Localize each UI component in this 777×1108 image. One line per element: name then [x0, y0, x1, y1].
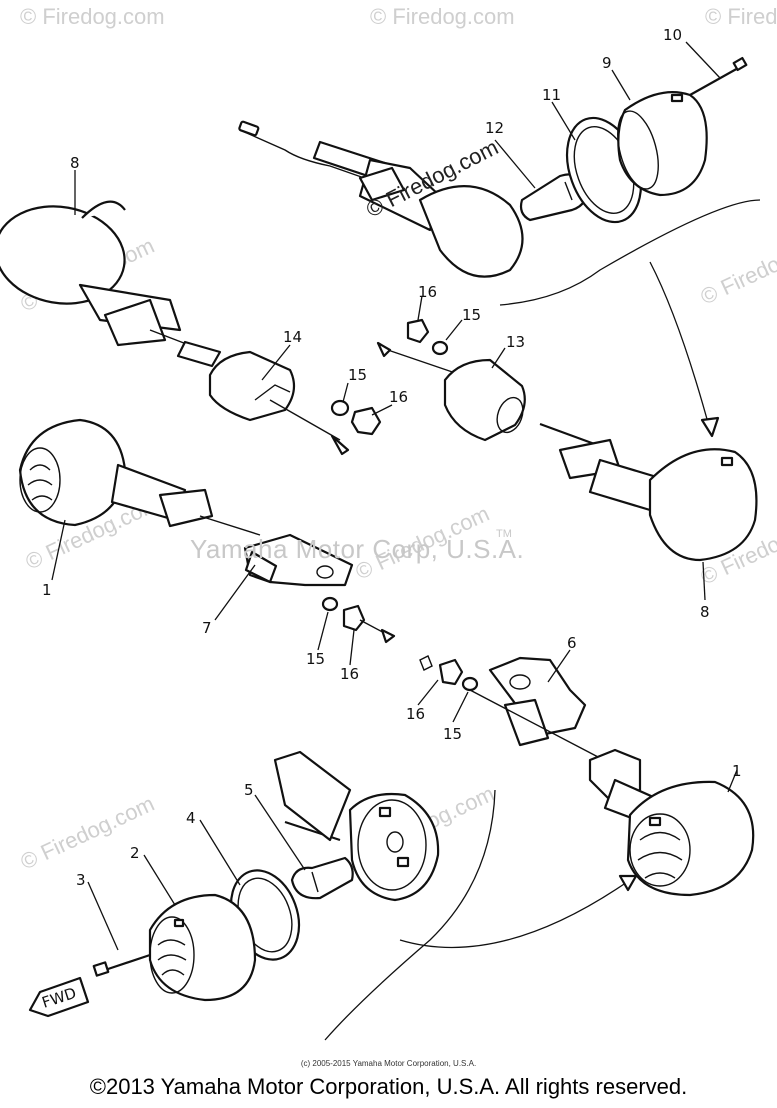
washer-15 [431, 340, 449, 356]
housing-base [273, 750, 440, 902]
callout-16: 16 [340, 665, 359, 683]
callout-3: 3 [76, 871, 86, 889]
lens-2 [148, 893, 257, 1002]
callout-12: 12 [485, 119, 504, 137]
small-copyright: (c) 2005-2015 Yamaha Motor Corporation, … [300, 1059, 477, 1068]
nut-16 [406, 318, 430, 344]
callout-10: 10 [663, 26, 682, 44]
callout-1: 1 [732, 762, 742, 780]
nut-16 [350, 406, 382, 436]
nut-16 [438, 658, 464, 686]
callout-2: 2 [130, 844, 140, 862]
rear-right-flasher [238, 120, 524, 278]
fwd-arrow: FWD [28, 976, 90, 1018]
right-rear-flasher [539, 422, 758, 562]
callout-15: 15 [348, 366, 367, 384]
main-copyright: ©2013 Yamaha Motor Corporation, U.S.A. A… [89, 1074, 688, 1099]
callout-1: 1 [42, 581, 52, 599]
lens-9 [617, 91, 708, 197]
callout-15: 15 [306, 650, 325, 668]
callout-4: 4 [186, 809, 196, 827]
callout-8: 8 [70, 154, 80, 172]
stay-6 [469, 656, 601, 759]
callout-16: 16 [389, 388, 408, 406]
washer-15 [330, 399, 350, 417]
screw-10 [689, 56, 748, 96]
cushion-14 [208, 350, 350, 456]
front-left-flasher [18, 418, 261, 536]
callout-6: 6 [567, 634, 577, 652]
watermark-text: © Firedog.com [370, 4, 515, 29]
callout-8: 8 [700, 603, 710, 621]
watermark-center: Yamaha Motor Corp, U.S.A. [190, 534, 525, 564]
watermark-tm: TM [496, 528, 512, 540]
watermark-text: © Firedog.com [20, 4, 165, 29]
washer-15 [461, 676, 479, 692]
callout-15: 15 [443, 725, 462, 743]
callout-9: 9 [602, 54, 612, 72]
watermark-text: © Firedog.com [697, 226, 777, 310]
callout-5: 5 [244, 781, 254, 799]
cushion-13 [376, 341, 526, 442]
callout-11: 11 [542, 86, 561, 104]
callout-7: 7 [202, 619, 212, 637]
left-rear-flasher [0, 200, 222, 368]
callout-14: 14 [283, 328, 302, 346]
washer-15 [321, 596, 339, 612]
callout-16: 16 [418, 283, 437, 301]
nut-16 [342, 604, 366, 632]
screw-3 [92, 953, 151, 977]
callout-labels: 1 1 2 3 4 5 6 7 8 8 9 10 11 12 13 14 15 … [42, 26, 742, 889]
callout-15: 15 [462, 306, 481, 324]
bulb-5 [290, 856, 354, 900]
callout-16: 16 [406, 705, 425, 723]
callout-13: 13 [506, 333, 525, 351]
front-right-flasher [588, 748, 755, 897]
leader-lines [51, 41, 738, 951]
watermark-text: © Firedog.com [705, 4, 777, 29]
stay-7 [243, 533, 354, 587]
